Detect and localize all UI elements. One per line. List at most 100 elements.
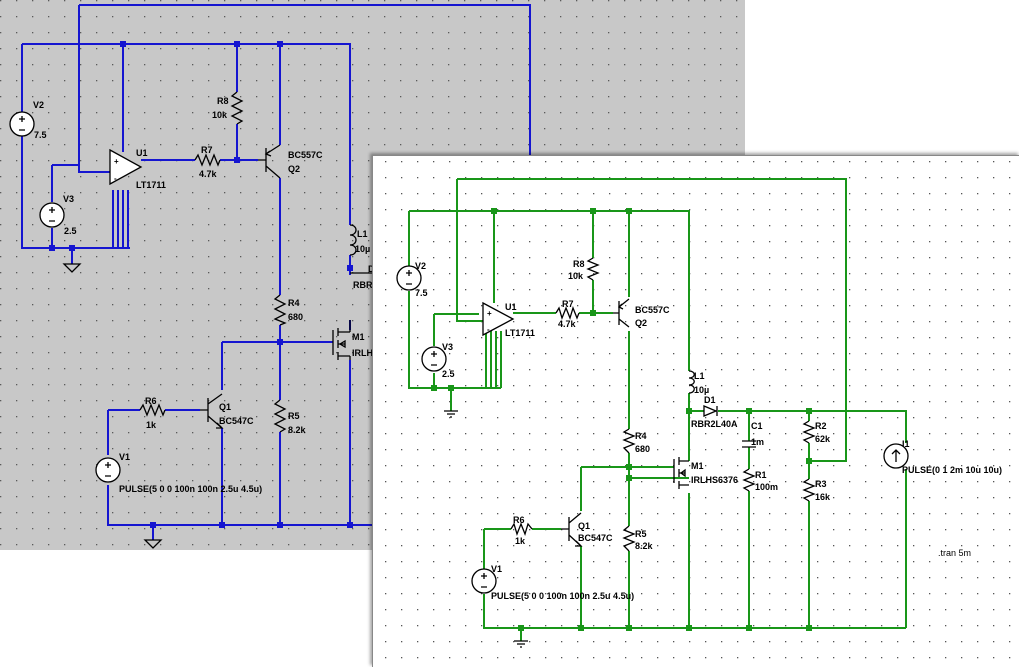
resistor-r5-front[interactable]: R5 8.2k bbox=[622, 525, 654, 552]
r7-value: 4.7k bbox=[199, 169, 218, 179]
q2-label: Q2 bbox=[635, 318, 647, 328]
r3-value: 16k bbox=[815, 492, 831, 502]
r4-label: R4 bbox=[288, 298, 300, 308]
d1-label: D1 bbox=[704, 395, 716, 405]
transistor-q1-front[interactable]: Q1 BC547C bbox=[561, 512, 613, 547]
resistor-r7-back[interactable]: R7 4.7k bbox=[194, 145, 221, 179]
l1-label: L1 bbox=[357, 229, 368, 239]
v1-value: PULSE(5 0 0 100n 100n 2.5u 4.5u) bbox=[491, 591, 634, 601]
i1-label: I1 bbox=[902, 439, 910, 449]
transistor-q2-front[interactable]: BC557C Q2 bbox=[613, 298, 670, 328]
v3-value: 2.5 bbox=[442, 369, 455, 379]
r8-value: 10k bbox=[212, 110, 228, 120]
q2-label: Q2 bbox=[288, 164, 300, 174]
wires-front bbox=[408, 178, 907, 641]
resistor-r8-front[interactable]: R8 10k bbox=[568, 257, 600, 281]
c1-label: C1 bbox=[751, 421, 763, 431]
q1-label: Q1 bbox=[578, 521, 590, 531]
resistor-r4-front[interactable]: R4 680 bbox=[622, 428, 650, 454]
u1-label: U1 bbox=[136, 148, 148, 158]
q2-value: BC557C bbox=[635, 305, 670, 315]
c1-value: 1m bbox=[751, 437, 764, 447]
resistor-r6-front[interactable]: R6 1k bbox=[510, 515, 533, 546]
mosfet-m1-front[interactable]: M1 IRLHS6376 bbox=[673, 457, 738, 489]
svg-text:+: + bbox=[114, 157, 119, 166]
v2-label: V2 bbox=[33, 100, 44, 110]
v1-label: V1 bbox=[491, 564, 502, 574]
capacitor-c1-front[interactable]: C1 1m bbox=[742, 421, 764, 448]
r7-label: R7 bbox=[562, 299, 574, 309]
v3-label: V3 bbox=[442, 342, 453, 352]
resistor-r7-front[interactable]: R7 4.7k bbox=[555, 299, 580, 329]
v3-label: V3 bbox=[63, 194, 74, 204]
r7-value: 4.7k bbox=[558, 319, 577, 329]
r7-label: R7 bbox=[201, 145, 213, 155]
m1-value: IRLH bbox=[352, 348, 373, 358]
r4-label: R4 bbox=[635, 431, 647, 441]
ground-symbol-back-2 bbox=[143, 539, 163, 549]
d1-value: RBR2 bbox=[353, 280, 378, 290]
current-source-i1-front[interactable]: I1 PULSE(0 1 2m 10u 10u) bbox=[883, 439, 1002, 475]
r2-label: R2 bbox=[815, 421, 827, 431]
comparator-u1-back[interactable]: + - U1 LT1711 bbox=[109, 148, 166, 190]
l1-value: 10µ bbox=[694, 385, 709, 395]
svg-text:-: - bbox=[114, 174, 117, 183]
resistor-r1-front[interactable]: R1 100m bbox=[742, 468, 778, 492]
inductor-l1-front[interactable]: L1 10µ bbox=[688, 370, 709, 395]
pulse-source-v1-front[interactable]: V1 PULSE(5 0 0 100n 100n 2.5u 4.5u) bbox=[471, 564, 634, 601]
u1-label: U1 bbox=[505, 302, 517, 312]
m1-label: M1 bbox=[352, 332, 365, 342]
v1-label: V1 bbox=[119, 452, 130, 462]
u1-value: LT1711 bbox=[136, 180, 166, 190]
r4-value: 680 bbox=[288, 312, 303, 322]
voltage-source-v2-front[interactable]: V2 7.5 bbox=[396, 261, 428, 298]
resistor-r8-back[interactable]: R8 10k bbox=[212, 91, 244, 125]
ground-symbol-front-1 bbox=[444, 410, 458, 418]
q2-value: BC557C bbox=[288, 150, 323, 160]
r8-label: R8 bbox=[217, 96, 229, 106]
voltage-source-v2-back[interactable]: V2 7.5 bbox=[9, 100, 47, 140]
pulse-source-v1-back[interactable]: V1 PULSE(5 0 0 100n 100n 2.5u 4.5u) bbox=[95, 452, 262, 494]
r8-label: R8 bbox=[573, 259, 585, 269]
spice-directive-tran[interactable]: .tran 5m bbox=[938, 548, 971, 558]
transistor-q1-back[interactable]: Q1 BC547C bbox=[200, 393, 254, 429]
q1-value: BC547C bbox=[578, 533, 613, 543]
v2-value: 7.5 bbox=[34, 130, 47, 140]
r6-label: R6 bbox=[513, 515, 525, 525]
resistor-r4-back[interactable]: R4 680 bbox=[273, 294, 303, 326]
r1-value: 100m bbox=[755, 482, 778, 492]
q1-value: BC547C bbox=[219, 416, 254, 426]
comparator-u1-front[interactable]: + - U1 LT1711 bbox=[482, 301, 535, 338]
r6-label: R6 bbox=[145, 396, 157, 406]
l1-value: 10µ bbox=[355, 244, 370, 254]
resistor-r3-front[interactable]: R3 16k bbox=[802, 478, 831, 502]
mosfet-m1-back[interactable]: M1 IRLH bbox=[332, 320, 373, 360]
v1-value: PULSE(5 0 0 100n 100n 2.5u 4.5u) bbox=[119, 484, 262, 494]
l1-label: L1 bbox=[694, 371, 705, 381]
voltage-source-v3-back[interactable]: V3 2.5 bbox=[39, 194, 77, 236]
inductor-l1-back[interactable]: L1 10µ bbox=[349, 224, 370, 256]
resistor-r6-back[interactable]: R6 1k bbox=[139, 396, 166, 430]
d1-label: D bbox=[368, 264, 375, 274]
v2-value: 7.5 bbox=[415, 288, 428, 298]
v3-value: 2.5 bbox=[64, 226, 77, 236]
transistor-q2-back[interactable]: BC557C Q2 bbox=[258, 144, 323, 179]
schematic-canvas-front[interactable]: V2 7.5 V3 2.5 + - U1 LT1711 R7 4.7k R8 1… bbox=[373, 156, 1019, 667]
schematic-window-front[interactable]: V2 7.5 V3 2.5 + - U1 LT1711 R7 4.7k R8 1… bbox=[372, 155, 1019, 667]
junction-dots-back bbox=[49, 41, 353, 528]
junction-dots-front bbox=[431, 208, 812, 631]
diode-d1-back[interactable]: D RBR2 bbox=[350, 264, 378, 290]
svg-text:+: + bbox=[487, 309, 492, 318]
r3-label: R3 bbox=[815, 479, 827, 489]
ground-symbol-back-1 bbox=[62, 263, 82, 273]
ground-symbol-front-2 bbox=[514, 640, 528, 648]
r8-value: 10k bbox=[568, 271, 584, 281]
resistor-r5-back[interactable]: R5 8.2k bbox=[273, 399, 307, 435]
r5-label: R5 bbox=[635, 529, 647, 539]
r2-value: 62k bbox=[815, 434, 831, 444]
diode-d1-front[interactable]: D1 RBR2L40A bbox=[691, 395, 738, 429]
resistor-r2-front[interactable]: R2 62k bbox=[802, 420, 831, 444]
m1-value: IRLHS6376 bbox=[691, 475, 738, 485]
voltage-source-v3-front[interactable]: V3 2.5 bbox=[421, 342, 455, 379]
r6-value: 1k bbox=[146, 420, 157, 430]
